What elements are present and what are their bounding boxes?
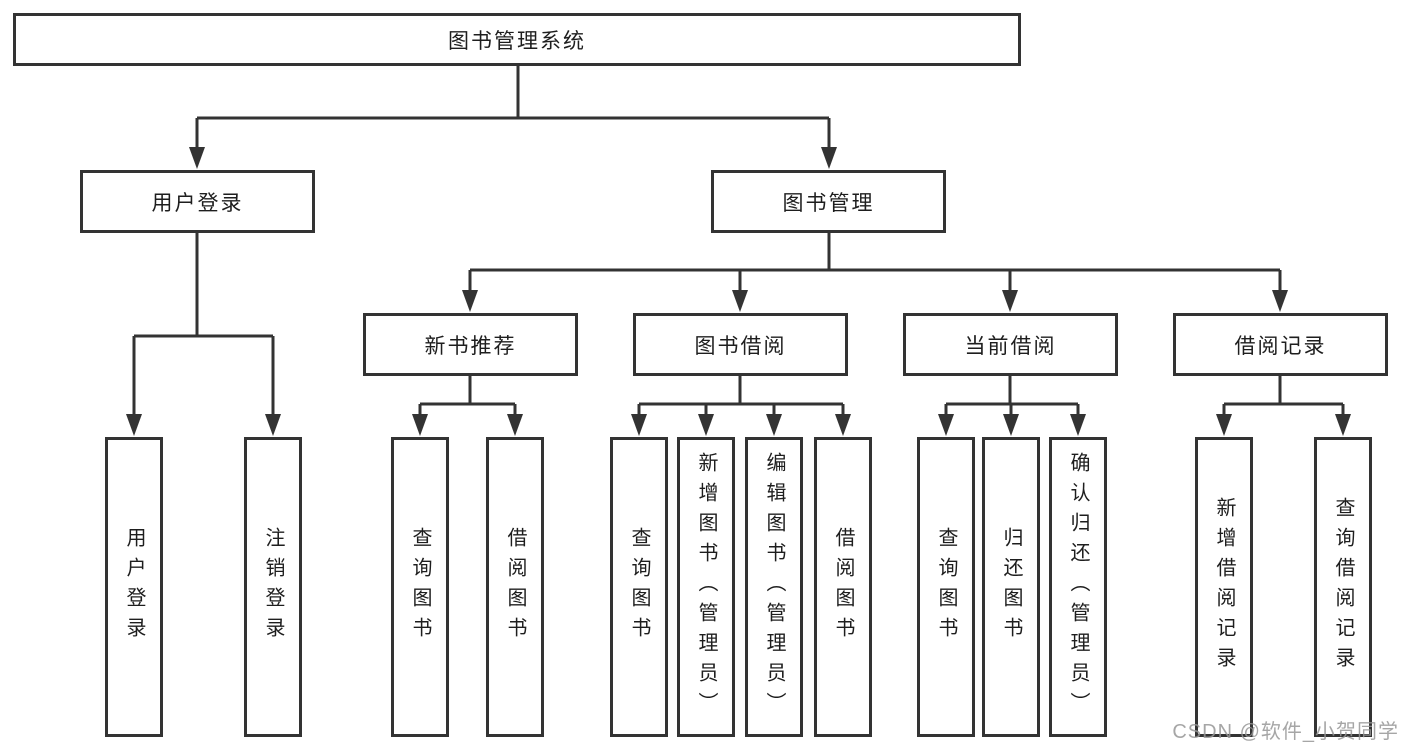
leaf-label: 查询图书: [628, 527, 650, 647]
node-current-borrowing: 当前借阅: [903, 313, 1118, 376]
node-label: 用户登录: [151, 191, 244, 215]
leaf-label: 借阅图书: [832, 527, 854, 647]
leaf-label: 确认归还（管理员）: [1067, 452, 1089, 722]
leaf-label: 注销登录: [262, 527, 284, 647]
leaf-logout-login: 注销登录: [244, 437, 302, 737]
node-borrowing-records: 借阅记录: [1173, 313, 1388, 376]
leaf-query-borrow-record: 查询借阅记录: [1314, 437, 1372, 737]
connector-user-login-children: [132, 233, 275, 418]
leaf-label: 查询图书: [409, 527, 431, 647]
leaf-label: 用户登录: [123, 527, 145, 647]
node-label: 借阅记录: [1234, 334, 1327, 358]
connector-book-borrow-children: [637, 376, 845, 418]
leaf-label: 借阅图书: [504, 527, 526, 647]
watermark-text: CSDN @软件_小贺同学: [1172, 721, 1399, 743]
leaf-add-borrow-record: 新增借阅记录: [1195, 437, 1253, 737]
node-book-borrowing: 图书借阅: [633, 313, 848, 376]
node-user-login: 用户登录: [80, 170, 315, 233]
leaf-label: 编辑图书（管理员）: [763, 452, 785, 722]
leaf-user-login: 用户登录: [105, 437, 163, 737]
node-label: 图书管理: [782, 191, 875, 215]
leaf-borrow-books: 借阅图书: [814, 437, 872, 737]
leaf-return-books: 归还图书: [982, 437, 1040, 737]
node-system-root: 图书管理系统: [13, 13, 1021, 66]
node-new-book-recommendation: 新书推荐: [363, 313, 578, 376]
connector-root-to-level2: [195, 66, 831, 152]
node-book-management: 图书管理: [711, 170, 946, 233]
leaf-label: 新增图书（管理员）: [695, 452, 717, 722]
leaf-label: 归还图书: [1000, 527, 1022, 647]
leaf-query-books-current: 查询图书: [917, 437, 975, 737]
node-label: 图书管理系统: [448, 29, 586, 53]
leaf-edit-books-admin: 编辑图书（管理员）: [745, 437, 803, 737]
leaf-add-books-admin: 新增图书（管理员）: [677, 437, 735, 737]
connector-current-borrow-children: [944, 376, 1080, 418]
connector-book-management-to-level3: [468, 233, 1282, 295]
node-label: 当前借阅: [964, 334, 1057, 358]
leaf-confirm-return-admin: 确认归还（管理员）: [1049, 437, 1107, 737]
connector-borrow-records-children: [1222, 376, 1345, 418]
node-label: 图书借阅: [694, 334, 787, 358]
leaf-label: 查询借阅记录: [1332, 497, 1354, 677]
node-label: 新书推荐: [424, 334, 517, 358]
leaf-query-books-borrow: 查询图书: [610, 437, 668, 737]
leaf-query-books-recommend: 查询图书: [391, 437, 449, 737]
leaf-label: 新增借阅记录: [1213, 497, 1235, 677]
arrowheads: [126, 147, 1351, 436]
leaf-label: 查询图书: [935, 527, 957, 647]
leaf-borrow-books-recommend: 借阅图书: [486, 437, 544, 737]
connector-new-book-children: [418, 376, 517, 418]
